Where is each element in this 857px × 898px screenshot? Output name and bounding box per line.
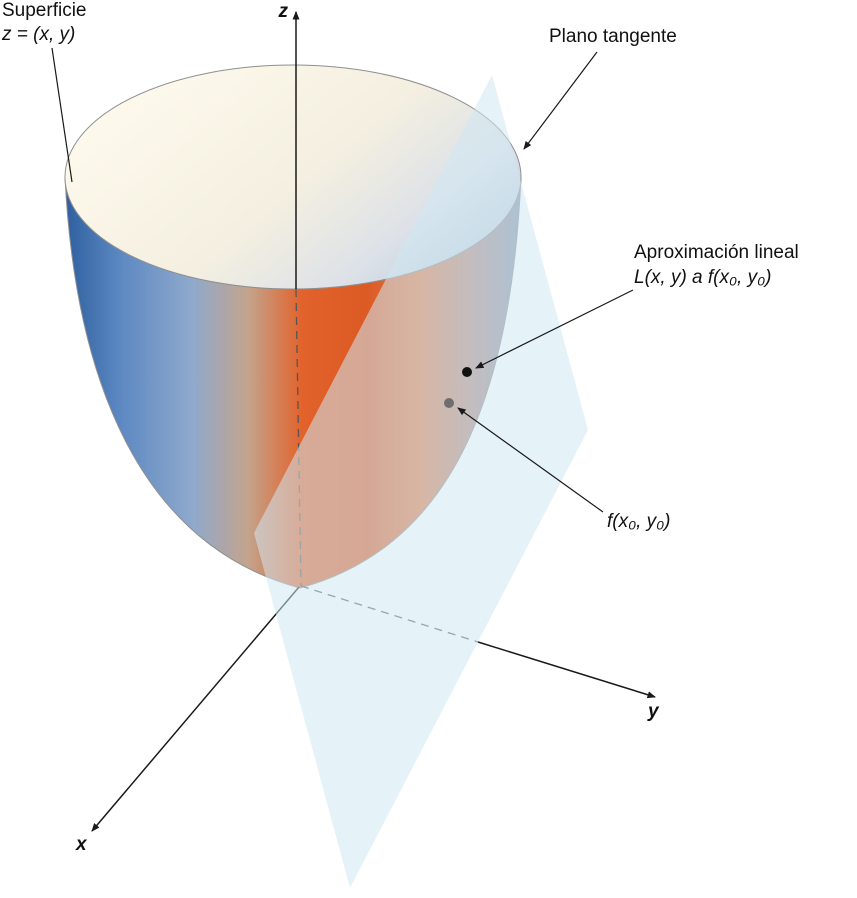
surface-label-line1: Superficie bbox=[2, 0, 87, 21]
function-point-arrow bbox=[457, 407, 604, 513]
paraboloid-opening bbox=[64, 64, 522, 290]
linear-approximation-label-line1: Aproximación lineal bbox=[634, 242, 799, 263]
z-axis-hidden bbox=[295, 288, 302, 587]
surface-leader-line bbox=[51, 47, 73, 183]
linear-approximation-label-line2: L(x, y) a f(x₀, y₀) bbox=[634, 267, 771, 288]
tangent-plane-label: Plano tangente bbox=[549, 26, 677, 47]
x-axis-label: x bbox=[75, 834, 88, 855]
tangent-plane bbox=[254, 75, 588, 888]
tangent-plane-arrow bbox=[523, 51, 598, 150]
linear-approximation-arrow bbox=[475, 289, 634, 369]
approximation-point-dot bbox=[462, 367, 472, 377]
y-axis-label: y bbox=[647, 701, 660, 722]
x-axis bbox=[91, 586, 300, 832]
z-axis-label: z bbox=[278, 1, 289, 22]
y-axis bbox=[477, 641, 656, 699]
tangent-point-dot bbox=[444, 398, 454, 408]
surface-label-line2: z = (x, y) bbox=[1, 24, 75, 45]
function-point-label: f(x₀, y₀) bbox=[607, 511, 671, 532]
